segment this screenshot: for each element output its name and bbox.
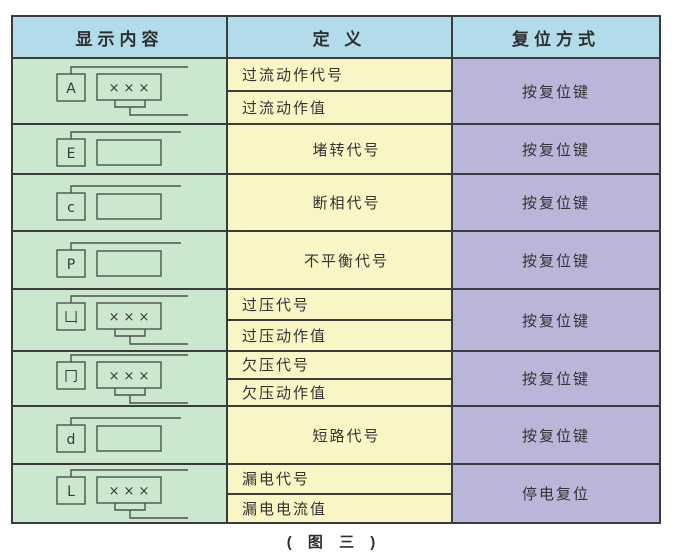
top-lead-line bbox=[70, 242, 181, 250]
bottom-lead-line bbox=[129, 509, 188, 519]
top-lead-line bbox=[70, 131, 181, 139]
reset-cell: 按复位键 bbox=[453, 232, 659, 288]
code-char: L bbox=[67, 484, 75, 500]
definition-line: 欠压代号 bbox=[228, 352, 451, 380]
display-schematic-icon: L ××× bbox=[56, 468, 188, 519]
value-box bbox=[96, 360, 162, 389]
definition-cell: 过流动作代号 过流动作值 bbox=[228, 59, 453, 123]
reset-cell: 停电复位 bbox=[453, 465, 659, 522]
definition-line: 欠压动作值 bbox=[242, 384, 328, 402]
code-char: A bbox=[66, 81, 76, 97]
value-box bbox=[96, 425, 162, 452]
code-box bbox=[56, 360, 86, 390]
code-char: c bbox=[67, 200, 75, 216]
display-cell: P bbox=[13, 232, 228, 288]
definition-cell: 堵转代号 bbox=[228, 125, 453, 173]
display-schematic-icon: 凵 ××× bbox=[56, 295, 188, 345]
reset-cell: 按复位键 bbox=[453, 290, 659, 350]
reset-cell: 按复位键 bbox=[453, 59, 659, 123]
table-row: 冂 ××× 欠压代号 欠压动作值 按复位键 bbox=[13, 352, 659, 407]
display-schematic-icon: c bbox=[56, 184, 181, 221]
table-row: d 短路代号 按复位键 bbox=[13, 407, 659, 465]
display-cell: A ××× bbox=[13, 59, 228, 123]
value-box bbox=[96, 250, 162, 277]
definition-cell: 不平衡代号 bbox=[228, 232, 453, 288]
code-box bbox=[56, 73, 86, 102]
display-cell: 凵 ××× bbox=[13, 290, 228, 350]
code-box bbox=[56, 138, 86, 167]
top-lead-line bbox=[70, 184, 181, 193]
bottom-lead-line bbox=[129, 394, 188, 404]
definition-cell: 短路代号 bbox=[228, 407, 453, 463]
definition-line: 漏电代号 bbox=[228, 465, 451, 495]
display-schematic-icon: d bbox=[56, 417, 181, 453]
bottom-lead-line bbox=[129, 107, 188, 116]
value-box bbox=[96, 192, 162, 220]
top-lead-line bbox=[70, 417, 181, 425]
display-cell: c bbox=[13, 175, 228, 230]
code-char: E bbox=[67, 146, 76, 162]
fault-code-table: 显示内容 定 义 复位方式 A ××× 过流动作代号 过流动作值 bbox=[11, 15, 661, 524]
value-box bbox=[96, 475, 162, 504]
value-text: ××× bbox=[109, 369, 154, 384]
bottom-bracket bbox=[114, 387, 146, 396]
code-char: d bbox=[67, 432, 76, 448]
definition-line: 过流动作值 bbox=[242, 100, 328, 117]
value-box bbox=[96, 73, 162, 101]
display-cell: E bbox=[13, 125, 228, 173]
header-display-content: 显示内容 bbox=[13, 17, 228, 57]
top-lead-line bbox=[70, 295, 188, 303]
value-box bbox=[96, 302, 162, 330]
display-schematic-icon: 冂 ××× bbox=[56, 353, 188, 404]
definition-cell: 漏电代号 漏电电流值 bbox=[228, 465, 453, 522]
value-text: ××× bbox=[109, 484, 154, 499]
table-row: A ××× 过流动作代号 过流动作值 按复位键 bbox=[13, 59, 659, 125]
table-row: L ××× 漏电代号 漏电电流值 停电复位 bbox=[13, 465, 659, 522]
display-cell: 冂 ××× bbox=[13, 352, 228, 405]
top-lead-line bbox=[70, 66, 188, 74]
bottom-bracket bbox=[114, 502, 146, 511]
top-lead-line bbox=[70, 353, 188, 362]
figure-caption: ( 图 三 ) bbox=[286, 534, 382, 551]
value-text: ××× bbox=[109, 310, 154, 325]
value-text: ××× bbox=[109, 81, 154, 96]
bottom-bracket bbox=[114, 329, 146, 337]
bottom-bracket bbox=[114, 100, 146, 108]
value-box bbox=[96, 139, 162, 166]
code-char: P bbox=[67, 257, 75, 273]
table-header-row: 显示内容 定 义 复位方式 bbox=[13, 17, 659, 59]
code-char: 冂 bbox=[64, 369, 78, 385]
reset-cell: 按复位键 bbox=[453, 352, 659, 405]
header-reset-method: 复位方式 bbox=[453, 17, 659, 57]
display-schematic-icon: A ××× bbox=[56, 66, 188, 116]
code-box bbox=[56, 249, 86, 278]
reset-cell: 按复位键 bbox=[453, 407, 659, 463]
definition-line: 过压动作值 bbox=[242, 328, 328, 345]
display-cell: L ××× bbox=[13, 465, 228, 522]
definition-line: 漏电电流值 bbox=[242, 500, 328, 518]
header-definition: 定 义 bbox=[228, 17, 453, 57]
code-box bbox=[56, 424, 86, 453]
definition-cell: 欠压代号 欠压动作值 bbox=[228, 352, 453, 405]
table-row: P 不平衡代号 按复位键 bbox=[13, 232, 659, 290]
table-row: c 断相代号 按复位键 bbox=[13, 175, 659, 232]
top-lead-line bbox=[70, 468, 188, 477]
code-box bbox=[56, 302, 86, 331]
definition-cell: 过压代号 过压动作值 bbox=[228, 290, 453, 350]
bottom-lead-line bbox=[129, 336, 188, 345]
code-box bbox=[56, 191, 86, 221]
display-schematic-icon: P bbox=[56, 242, 181, 278]
display-schematic-icon: E bbox=[56, 131, 181, 167]
reset-cell: 按复位键 bbox=[453, 125, 659, 173]
table-row: E 堵转代号 按复位键 bbox=[13, 125, 659, 175]
definition-line: 过压代号 bbox=[228, 290, 451, 321]
definition-cell: 断相代号 bbox=[228, 175, 453, 230]
reset-cell: 按复位键 bbox=[453, 175, 659, 230]
code-char: 凵 bbox=[64, 310, 78, 326]
definition-line: 过流动作代号 bbox=[228, 59, 451, 92]
code-box bbox=[56, 475, 86, 505]
display-cell: d bbox=[13, 407, 228, 463]
table-row: 凵 ××× 过压代号 过压动作值 按复位键 bbox=[13, 290, 659, 352]
